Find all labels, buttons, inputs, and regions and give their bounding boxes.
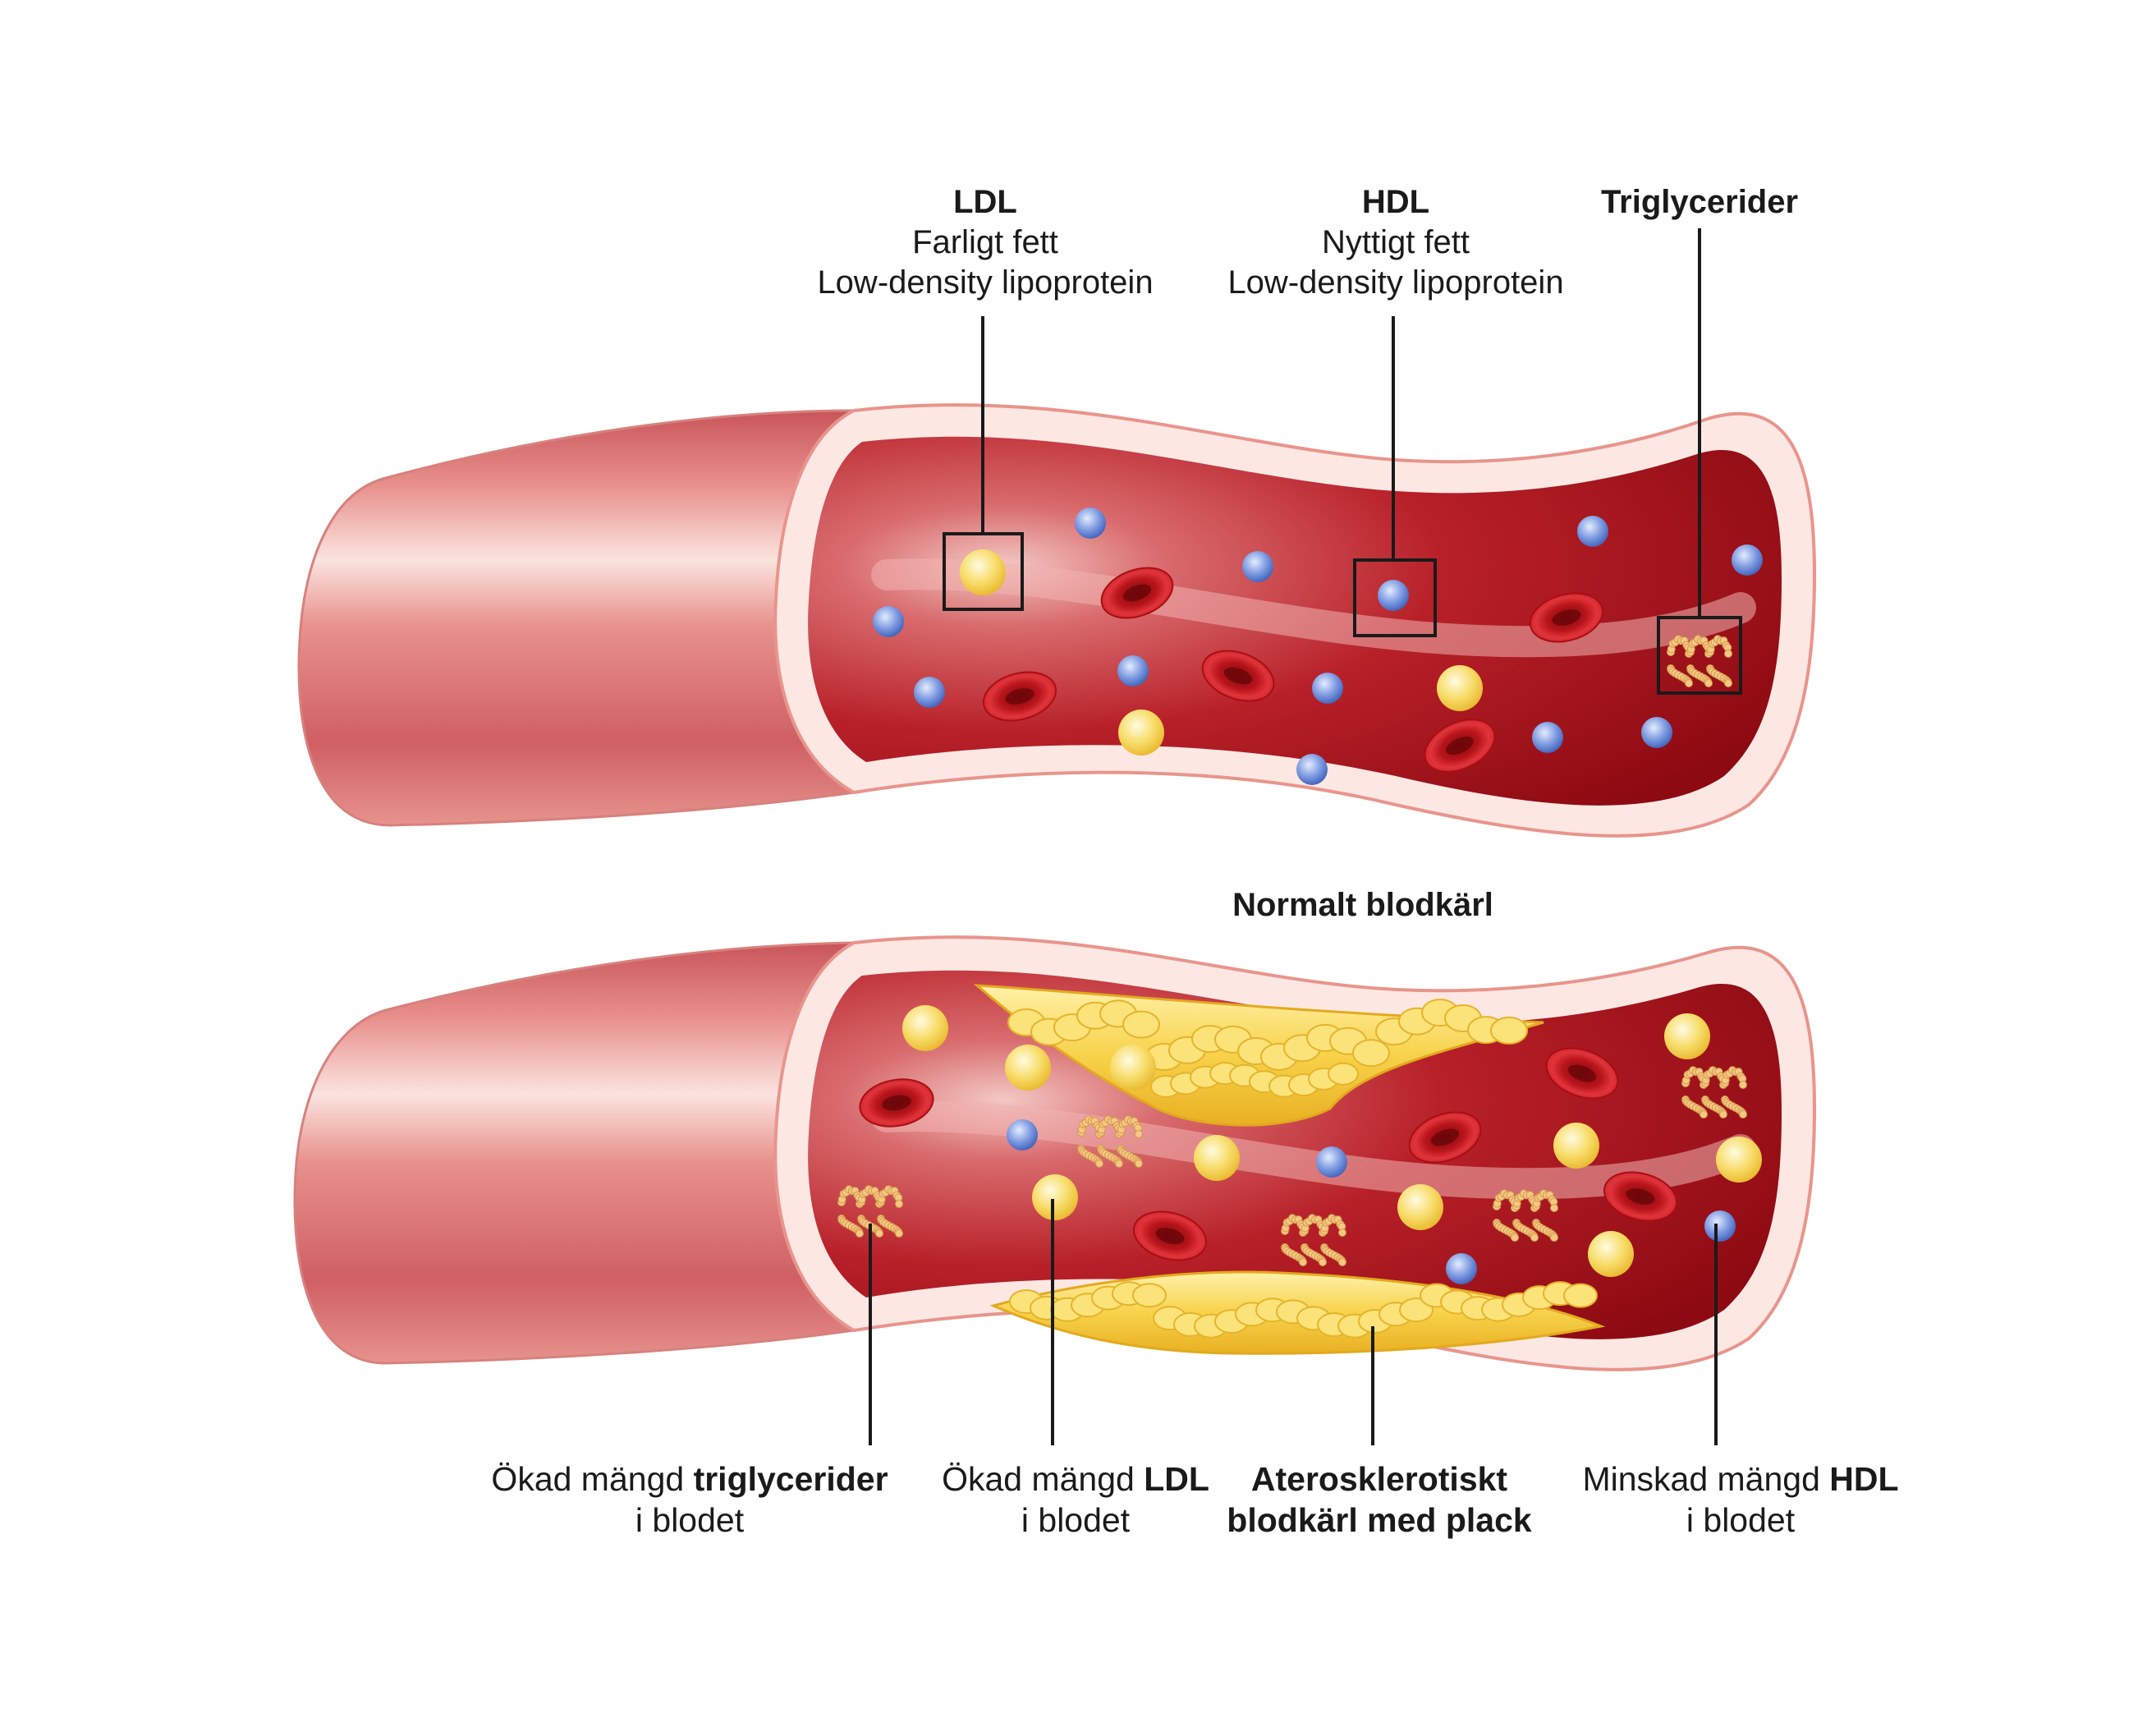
plaque-vessel — [293, 935, 1817, 1371]
ldl-desc-2: Low-density lipoprotein — [817, 264, 1154, 301]
triglyceride-label: Triglycerider — [1560, 182, 1839, 223]
hdl-prefix: Minskad mängd — [1582, 1460, 1830, 1498]
hdl-particle-icon — [914, 677, 945, 708]
hdl-particle-icon — [873, 606, 904, 637]
lumen-highlight — [871, 1100, 1756, 1200]
ldl-particle-icon — [902, 1005, 948, 1051]
red-blood-cell-icon — [1201, 650, 1275, 702]
ldl-particle-icon — [960, 549, 1006, 595]
triglyceride-title: Triglycerider — [1600, 184, 1799, 220]
blood-particles — [837, 508, 1763, 1284]
plaque-line1: Aterosklerotiskt — [1250, 1460, 1508, 1498]
hdl-particle-icon — [1641, 717, 1672, 748]
hdl-desc-2: Low-density lipoprotein — [1227, 264, 1564, 301]
trig-callout-box — [1657, 616, 1742, 695]
ldl-particle-icon — [1032, 1174, 1078, 1220]
triglyceride-icon — [1281, 1214, 1346, 1266]
ldl-particle-icon — [1110, 1045, 1156, 1091]
hdl-particle-icon — [1577, 516, 1608, 547]
ldl-particle-icon — [1588, 1231, 1634, 1277]
ldl-bold: LDL — [1144, 1460, 1209, 1498]
ldl-particle-icon — [1005, 1045, 1051, 1091]
ldl-label: LDL Farligt fett Low-density lipoprotein — [788, 182, 1182, 302]
red-blood-cell-icon — [859, 1078, 934, 1128]
red-blood-cell-icon — [982, 671, 1057, 722]
hdl-particle-icon — [1316, 1146, 1347, 1178]
hdl-particle-icon — [1446, 1253, 1477, 1284]
normal-vessel-caption: Normalt blodkärl — [1232, 887, 1493, 923]
ldl-desc-1: Farligt fett — [912, 223, 1058, 260]
ldl-particle-icon — [1553, 1123, 1599, 1169]
red-blood-cell-icon — [1545, 1047, 1619, 1100]
ldl-particle-icon — [1194, 1135, 1240, 1181]
red-blood-cell-icon — [1603, 1171, 1678, 1222]
hdl-particle-icon — [1532, 722, 1563, 753]
hdl-particle-icon — [1242, 551, 1273, 582]
ldl-particle-icon — [1397, 1184, 1443, 1230]
triglyceride-icon — [1493, 1189, 1558, 1242]
ldl-line2: i blodet — [1021, 1501, 1131, 1540]
ldl-prefix: Ökad mängd — [942, 1460, 1145, 1498]
hdl-particle-icon — [1732, 544, 1763, 576]
top-callouts — [943, 228, 1742, 695]
red-blood-cell-icon — [1424, 719, 1496, 773]
trig-line2: i blodet — [635, 1501, 745, 1540]
hdl-title: HDL — [1361, 184, 1430, 220]
decreased-hdl-label: Minskad mängd HDL i blodet — [1544, 1458, 1938, 1541]
red-blood-cell-icon — [1529, 592, 1604, 643]
ldl-particle-icon — [1716, 1137, 1762, 1183]
increased-ldl-label: Ökad mängd LDL i blodet — [920, 1458, 1232, 1541]
ldl-particle-icon — [1664, 1013, 1710, 1059]
plaque-line2: blodkärl med plack — [1227, 1501, 1532, 1540]
triglyceride-icon — [1667, 635, 1732, 687]
triglyceride-icon — [1077, 1115, 1143, 1168]
hdl-bold: HDL — [1829, 1460, 1899, 1498]
hdl-particle-icon — [1378, 580, 1409, 611]
hdl-particle-icon — [1704, 1210, 1736, 1242]
ldl-particle-icon — [1118, 710, 1164, 756]
hdl-line2: i blodet — [1686, 1501, 1796, 1540]
hdl-desc-1: Nyttigt fett — [1321, 223, 1470, 260]
ldl-callout-box — [943, 532, 1024, 611]
increased-triglycerides-label: Ökad mängd triglycerider i blodet — [460, 1458, 920, 1541]
hdl-callout-box — [1353, 558, 1437, 637]
red-blood-cell-icon — [1408, 1111, 1482, 1164]
red-blood-cell-icon — [1132, 1210, 1208, 1261]
hdl-particle-icon — [1075, 508, 1106, 539]
plaque-label: Aterosklerotiskt blodkärl med plack — [1207, 1458, 1552, 1541]
trig-bold: triglycerider — [693, 1460, 888, 1498]
hdl-particle-icon — [1007, 1119, 1038, 1151]
hdl-label: HDL Nyttigt fett Low-density lipoprotein — [1199, 182, 1593, 302]
plaque-texture — [1007, 999, 1598, 1339]
ldl-title: LDL — [953, 184, 1017, 220]
hdl-particle-icon — [1312, 673, 1343, 704]
red-blood-cell-icon — [1100, 567, 1174, 619]
hdl-particle-icon — [1117, 655, 1149, 687]
trig-prefix: Ökad mängd — [491, 1460, 694, 1498]
vessel-outer-wall — [293, 941, 856, 1365]
triglyceride-icon — [837, 1185, 903, 1238]
bottom-callouts — [869, 1199, 1718, 1445]
triglyceride-icon — [1681, 1066, 1747, 1118]
ldl-particle-icon — [1437, 665, 1483, 711]
vessel-outer-wall — [297, 409, 856, 827]
hdl-particle-icon — [1296, 754, 1328, 785]
